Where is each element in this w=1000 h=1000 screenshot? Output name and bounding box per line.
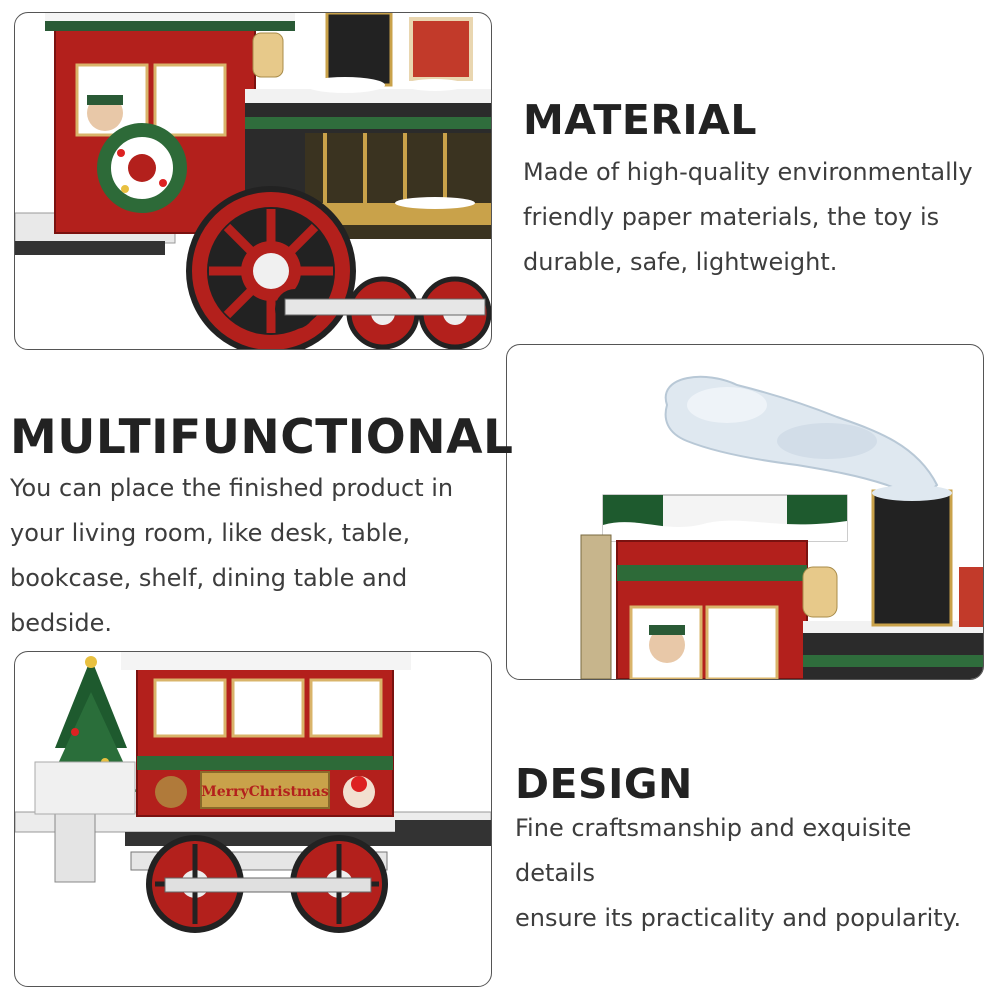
multifunctional-description: You can place the finished product in yo… <box>10 466 480 646</box>
multifunctional-heading: MULTIFUNCTIONAL <box>10 410 514 465</box>
material-description: Made of high-quality environmentally fri… <box>523 150 993 285</box>
material-line: friendly paper materials, the toy is <box>523 203 940 231</box>
locomotive-photo-frame <box>14 12 492 350</box>
carriage-illustration: MerryChristmas <box>15 652 491 933</box>
design-heading: DESIGN <box>515 760 693 808</box>
material-line: durable, safe, lightweight. <box>523 248 838 276</box>
carriage-sign-text: MerryChristmas <box>201 784 329 800</box>
locomotive-illustration <box>15 13 491 349</box>
locomotive-smoke-photo-frame <box>506 344 984 680</box>
multifunctional-line: bedside. <box>10 609 113 637</box>
carriage-photo-frame: MerryChristmas <box>14 651 492 987</box>
design-description: Fine craftsmanship and exquisite details… <box>515 806 995 941</box>
material-heading: MATERIAL <box>523 96 758 144</box>
material-line: Made of high-quality environmentally <box>523 158 973 186</box>
design-line: Fine craftsmanship and exquisite details <box>515 814 912 887</box>
multifunctional-line: You can place the finished product in <box>10 474 454 502</box>
multifunctional-line: bookcase, shelf, dining table and <box>10 564 408 592</box>
locomotive-smoke-illustration <box>580 375 983 679</box>
multifunctional-line: your living room, like desk, table, <box>10 519 411 547</box>
design-line: ensure its practicality and popularity. <box>515 904 962 932</box>
